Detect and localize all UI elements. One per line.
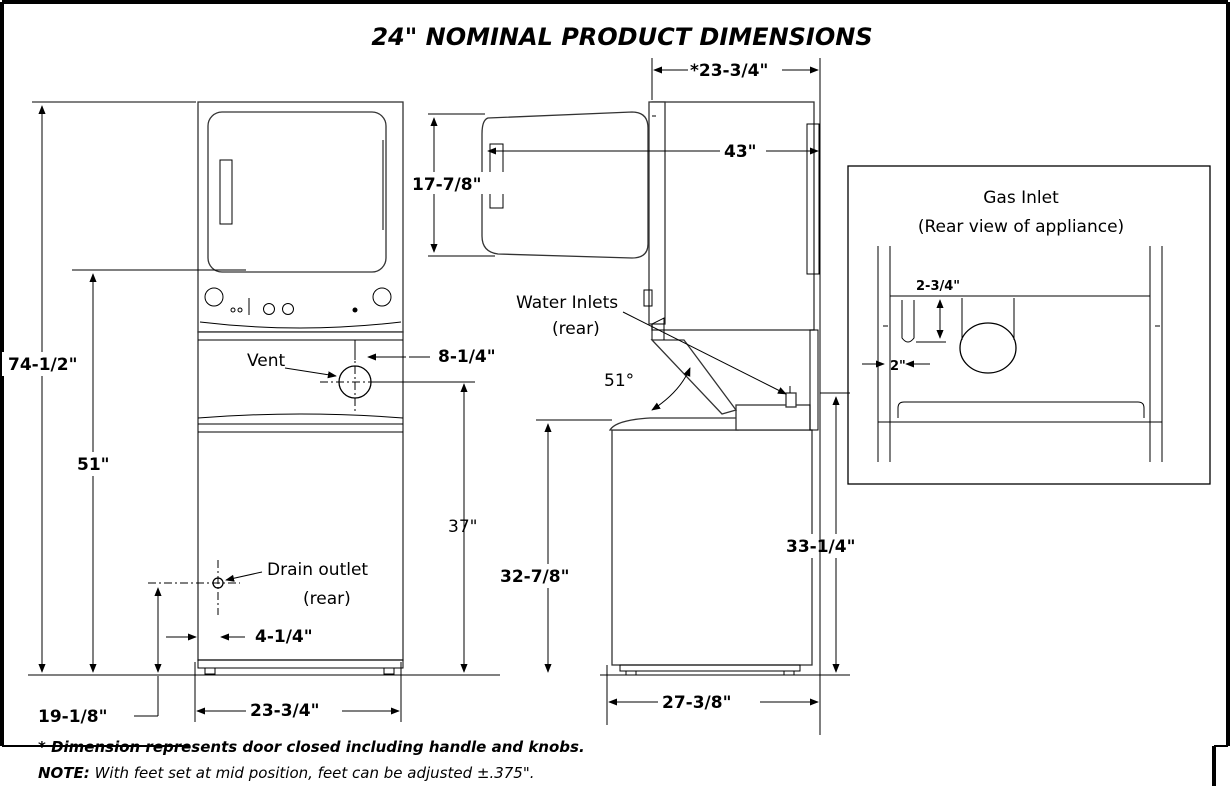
gas-horizontal-dim: 2" (890, 359, 906, 374)
front-view: Vent 8-1/4" 37" Drain outlet (rear) 4-1/… (2, 101, 500, 727)
knob-left (204, 287, 224, 307)
washer-height-dim: 32-7/8" (500, 567, 569, 587)
drain-label-line2: (rear) (303, 589, 351, 609)
vent-duct-icon (959, 322, 1017, 374)
note-text: With feet set at mid position, feet can … (90, 764, 535, 782)
water-inlets-label-line1: Water Inlets (516, 293, 618, 313)
dryer-door-open (481, 111, 649, 259)
inlet-height-dim: 33-1/4" (786, 537, 855, 557)
top-depth-dim: *23-3/4" (690, 61, 768, 81)
dryer-side (651, 101, 815, 331)
front-width-dim: 23-3/4" (250, 701, 319, 721)
drain-height-dim: 19-1/8" (38, 707, 107, 727)
water-inlets-label-line2: (rear) (552, 319, 600, 339)
washer-side (611, 429, 813, 666)
dryer-door-handle (219, 159, 233, 225)
dryer-bottom-height-dim: 51" (77, 455, 110, 475)
vent-offset-dim: 8-1/4" (438, 347, 496, 367)
washer-lid-open (650, 339, 738, 415)
gas-inlet-inset: Gas Inlet (Rear view of appliance) 2-3/4… (847, 165, 1211, 485)
drain-label-line1: Drain outlet (267, 560, 368, 580)
vent-height-dim: 37" (448, 517, 477, 537)
dryer-door (207, 111, 387, 273)
lid-angle-dim: 51° (604, 371, 634, 391)
note-label: NOTE: (38, 764, 90, 782)
diagram-title: 24" NOMINAL PRODUCT DIMENSIONS (371, 23, 872, 51)
gas-inlet-title: Gas Inlet (983, 188, 1059, 208)
gas-pipe-icon (901, 300, 915, 343)
door-open-depth-dim: 43" (724, 142, 757, 162)
door-height-dim: 17-7/8" (412, 175, 481, 195)
mid-position-note: NOTE: With feet set at mid position, fee… (38, 764, 535, 782)
asterisk-note: * Dimension represents door closed inclu… (38, 738, 585, 756)
bottom-depth-dim: 27-3/8" (662, 693, 731, 713)
vent-label: Vent (247, 351, 286, 371)
knob-right (372, 287, 392, 307)
notes: * Dimension represents door closed inclu… (38, 738, 585, 782)
washer-cabinet (197, 331, 404, 661)
total-height-dim: 74-1/2" (8, 355, 77, 375)
gas-vertical-dim: 2-3/4" (916, 279, 960, 294)
side-view: 17-7/8" 43" *23-3/4" 51° Water Inlets (r… (412, 58, 880, 735)
gas-inlet-subtitle: (Rear view of appliance) (918, 217, 1124, 237)
drain-offset-dim: 4-1/4" (255, 627, 313, 647)
